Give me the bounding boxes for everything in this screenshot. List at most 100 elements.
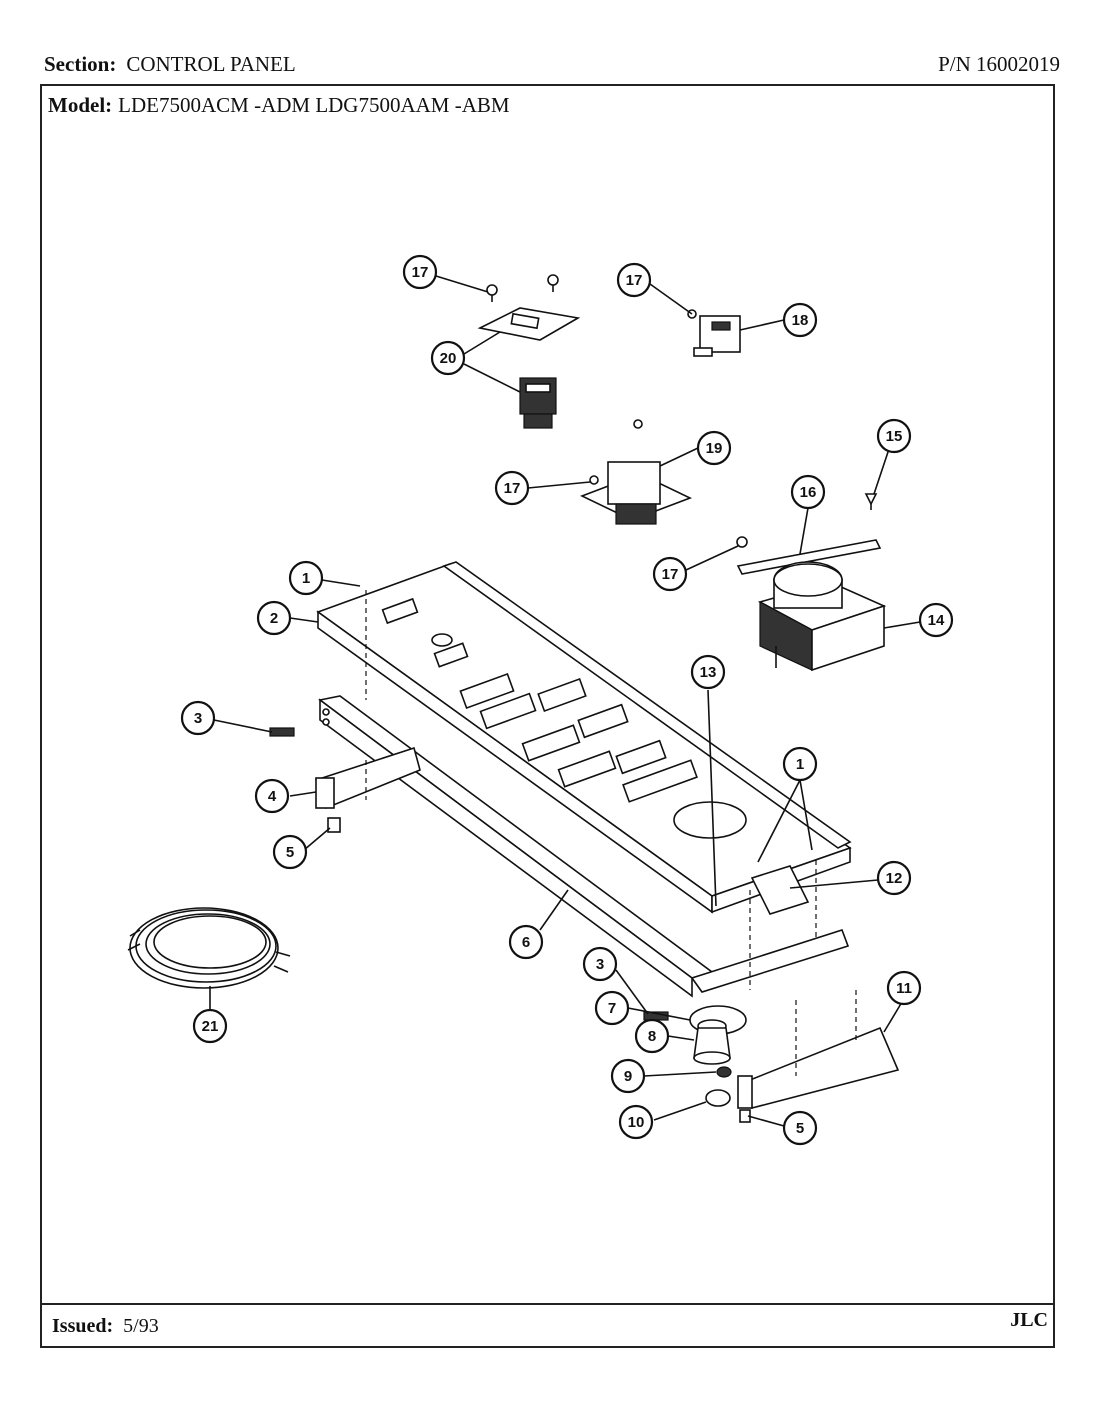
leader-17b xyxy=(649,283,693,315)
svg-text:17: 17 xyxy=(412,264,429,281)
part-18-switch xyxy=(687,309,741,357)
leader-13 xyxy=(707,689,717,907)
part-19-switch xyxy=(579,419,693,525)
callout-5-right: 5 xyxy=(782,1110,818,1146)
part-8-knob xyxy=(693,1019,731,1065)
leader-1b-2 xyxy=(799,779,813,851)
callout-20: 20 xyxy=(430,340,466,376)
callout-3-right: 3 xyxy=(582,946,618,982)
svg-text:17: 17 xyxy=(504,480,521,497)
svg-text:7: 7 xyxy=(608,1000,616,1017)
leader-9 xyxy=(643,1071,717,1077)
callout-1-left: 1 xyxy=(288,560,324,596)
svg-text:1: 1 xyxy=(302,570,310,587)
part-3-screw-left xyxy=(269,727,295,737)
screw-top-a xyxy=(486,284,498,302)
part-5-clip-left xyxy=(327,817,341,833)
svg-text:5: 5 xyxy=(796,1120,804,1137)
issued-value: 5/93 xyxy=(123,1315,159,1337)
issued-line: Issued: 5/93 xyxy=(52,1315,159,1338)
callout-17-lower: 17 xyxy=(652,556,688,592)
svg-text:8: 8 xyxy=(648,1028,656,1045)
svg-text:10: 10 xyxy=(628,1114,645,1131)
leader-12 xyxy=(789,879,879,889)
callout-10: 10 xyxy=(618,1104,654,1140)
part-12-bracket xyxy=(750,865,810,915)
leader-3a xyxy=(213,719,273,733)
part-10-cap xyxy=(705,1089,731,1107)
part-21-wire-harness xyxy=(127,907,291,989)
leader-10 xyxy=(653,1101,707,1121)
callout-4: 4 xyxy=(254,778,290,814)
callout-9: 9 xyxy=(610,1058,646,1094)
callout-1-right: 1 xyxy=(782,746,818,782)
model-value: LDE7500ACM -ADM LDG7500AAM -ABM xyxy=(118,93,510,117)
leader-11 xyxy=(883,1001,903,1033)
svg-text:21: 21 xyxy=(202,1018,219,1035)
section-value: CONTROL PANEL xyxy=(126,52,296,76)
svg-text:13: 13 xyxy=(700,664,717,681)
part-4-bracket xyxy=(314,746,421,810)
leader-3b xyxy=(615,969,649,1015)
svg-text:1: 1 xyxy=(796,756,804,773)
part-9-washer xyxy=(716,1066,732,1078)
leader-5a xyxy=(303,827,331,851)
leader-16 xyxy=(799,507,809,555)
section-header: Section:CONTROL PANEL xyxy=(44,52,296,77)
callout-8: 8 xyxy=(634,1018,670,1054)
model-line: Model:LDE7500ACM -ADM LDG7500AAM -ABM xyxy=(48,93,510,118)
svg-text:11: 11 xyxy=(896,980,912,997)
leader-2 xyxy=(289,617,319,623)
svg-text:5: 5 xyxy=(286,844,294,861)
leader-15 xyxy=(873,451,889,495)
svg-text:14: 14 xyxy=(928,612,945,629)
leader-17d xyxy=(685,545,739,571)
footer-code: JLC xyxy=(1010,1309,1048,1331)
callout-11: 11 xyxy=(886,970,922,1006)
callout-16: 16 xyxy=(790,474,826,510)
leader-19 xyxy=(659,447,699,467)
part-14-timer xyxy=(757,561,887,672)
callout-2: 2 xyxy=(256,600,292,636)
callout-6: 6 xyxy=(508,924,544,960)
leader-20b xyxy=(463,363,521,393)
leader-20a xyxy=(463,331,501,355)
callout-14: 14 xyxy=(918,602,954,638)
part-16-bar xyxy=(736,539,882,575)
callout-5-left: 5 xyxy=(272,834,308,870)
part-number: P/N 16002019 xyxy=(938,52,1060,76)
footer-divider xyxy=(40,1303,1055,1305)
leader-18 xyxy=(739,319,785,331)
issued-label: Issued: xyxy=(52,1315,114,1337)
panel-lower-tray xyxy=(690,929,850,993)
leader-4 xyxy=(289,791,317,797)
svg-text:12: 12 xyxy=(886,870,903,887)
leader-1a xyxy=(321,579,361,587)
leader-17c xyxy=(527,481,591,489)
part-11-bracket xyxy=(737,1026,900,1110)
leader-6 xyxy=(539,889,569,931)
svg-text:20: 20 xyxy=(440,350,457,367)
svg-text:2: 2 xyxy=(270,610,278,627)
panel-back-rail xyxy=(442,561,852,849)
leader-5b xyxy=(747,1115,785,1127)
callout-21: 21 xyxy=(192,1008,228,1044)
callout-7: 7 xyxy=(594,990,630,1026)
callout-17-top-right: 17 xyxy=(616,262,652,298)
leader-17a xyxy=(435,275,489,293)
svg-text:16: 16 xyxy=(800,484,817,501)
leader-1b-1 xyxy=(757,779,801,863)
callout-17-top-left: 17 xyxy=(402,254,438,290)
part-15-screw xyxy=(864,493,878,510)
screw-top-b xyxy=(547,274,559,292)
callout-18: 18 xyxy=(782,302,818,338)
model-label: Model: xyxy=(48,93,113,117)
callout-17-middle: 17 xyxy=(494,470,530,506)
svg-text:19: 19 xyxy=(706,440,723,457)
callout-19: 19 xyxy=(696,430,732,466)
svg-text:3: 3 xyxy=(194,710,202,727)
screw-17-d xyxy=(736,536,748,548)
svg-text:4: 4 xyxy=(268,788,277,805)
svg-text:9: 9 xyxy=(624,1068,632,1085)
